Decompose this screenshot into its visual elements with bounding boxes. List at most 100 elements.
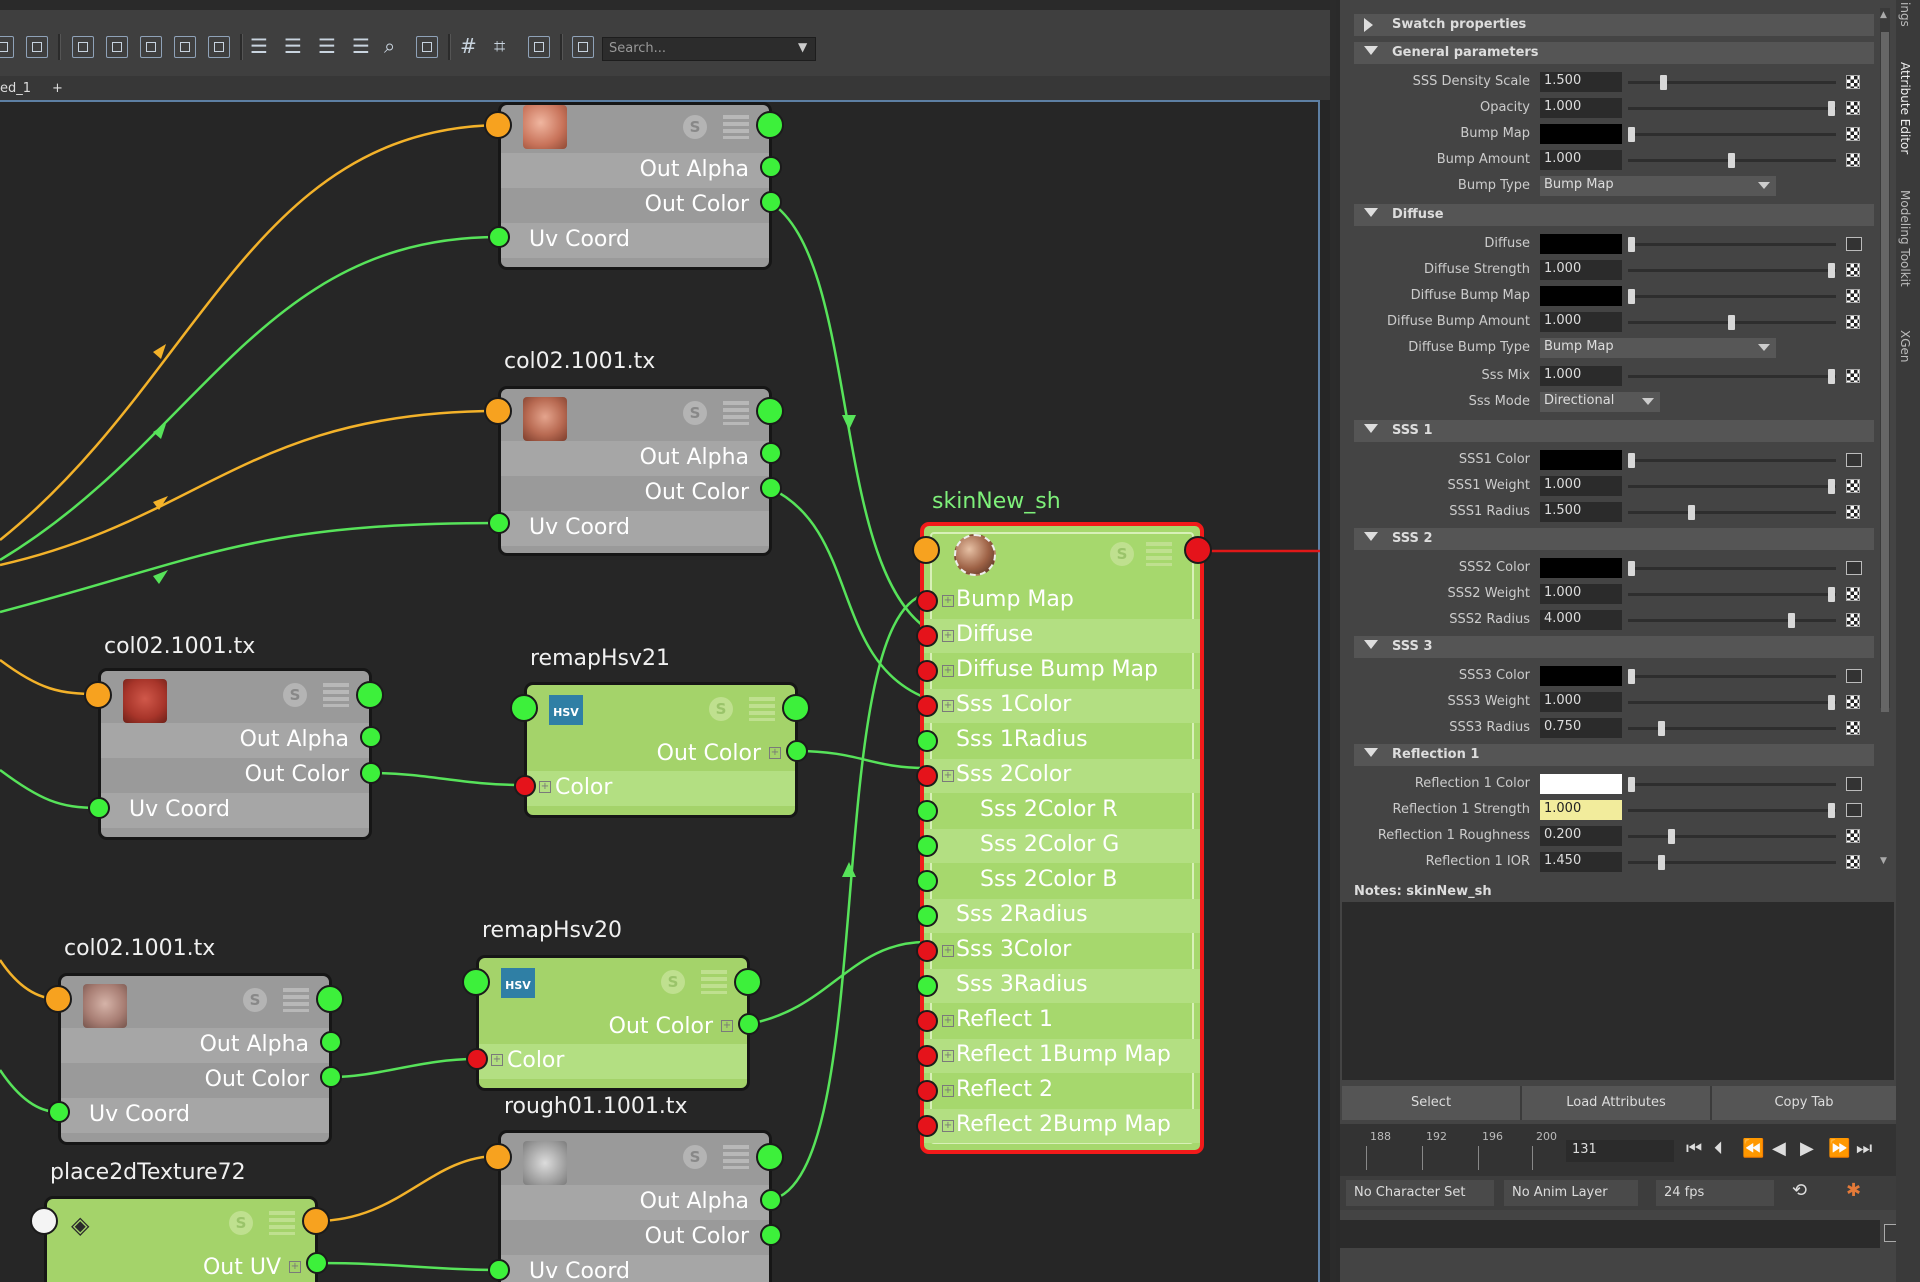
- numeric-field[interactable]: 1.000: [1540, 476, 1622, 496]
- section-header-general[interactable]: General parameters: [1354, 42, 1874, 64]
- file-node[interactable]: S Out Alpha Out Color Uv Coord: [498, 102, 772, 270]
- remap-hsv-node[interactable]: HSV S Out Color+ +Color: [524, 682, 798, 818]
- slider-handle[interactable]: [1828, 101, 1835, 116]
- scroll-up-icon[interactable]: ▲: [1880, 10, 1887, 20]
- slider-track[interactable]: [1628, 269, 1836, 272]
- go-to-start-icon[interactable]: ⏮: [1686, 1138, 1703, 1159]
- slider-handle[interactable]: [1668, 829, 1675, 844]
- section-header-refl1[interactable]: Reflection 1: [1354, 744, 1874, 766]
- slider-handle[interactable]: [1828, 587, 1835, 602]
- custom-mode-icon[interactable]: ☰: [352, 34, 370, 58]
- color-input-port[interactable]: [514, 775, 536, 797]
- numeric-field[interactable]: 1.000: [1540, 584, 1622, 604]
- scroll-thumb[interactable]: [1881, 32, 1889, 712]
- file-node[interactable]: S Out Alpha Out Color Uv Coord: [498, 386, 772, 556]
- map-button-icon[interactable]: [1846, 263, 1860, 277]
- node-input-port[interactable]: [510, 694, 538, 722]
- attribute-list-icon[interactable]: [323, 683, 349, 707]
- slider-track[interactable]: [1628, 809, 1836, 812]
- node-input-port[interactable]: [484, 397, 512, 425]
- slider-track[interactable]: [1628, 675, 1836, 678]
- map-button-icon[interactable]: [1846, 75, 1860, 89]
- swatch-badge[interactable]: S: [283, 683, 307, 707]
- node-input-port[interactable]: [84, 681, 112, 709]
- slider-track[interactable]: [1628, 133, 1836, 136]
- slider-track[interactable]: [1628, 701, 1836, 704]
- slider-handle[interactable]: [1728, 315, 1735, 330]
- slider-track[interactable]: [1628, 81, 1836, 84]
- scroll-down-icon[interactable]: ▼: [1880, 856, 1887, 866]
- step-back-icon[interactable]: ⏴: [1714, 1138, 1723, 1159]
- loop-icon[interactable]: ⟲: [1792, 1180, 1808, 1201]
- connected-mode-icon[interactable]: ☰: [284, 34, 302, 58]
- out-color-port[interactable]: [760, 191, 782, 213]
- character-set-dropdown[interactable]: No Character Set: [1346, 1180, 1494, 1206]
- out-color-port[interactable]: [760, 477, 782, 499]
- map-button-icon[interactable]: [1846, 153, 1860, 167]
- collapse-arrow-icon[interactable]: [1364, 424, 1378, 433]
- map-button-icon[interactable]: [1846, 315, 1860, 329]
- section-header-diffuse[interactable]: Diffuse: [1354, 204, 1874, 226]
- shader-attribute-port[interactable]: [916, 800, 938, 822]
- out-uv-port[interactable]: [306, 1252, 328, 1274]
- option-menu[interactable]: Bump Map: [1540, 176, 1776, 196]
- graph-canvas[interactable]: [0, 100, 1320, 1282]
- slider-track[interactable]: [1628, 485, 1836, 488]
- play-backwards-icon[interactable]: ◀: [1772, 1138, 1786, 1159]
- node-output-port[interactable]: [756, 1143, 784, 1171]
- attribute-list-icon[interactable]: [1146, 542, 1172, 566]
- expand-icon[interactable]: +: [769, 747, 781, 759]
- expand-icon[interactable]: +: [289, 1261, 301, 1273]
- side-tab-xgen[interactable]: XGen: [1898, 330, 1912, 363]
- shader-attribute-port[interactable]: [916, 905, 938, 927]
- map-button-icon[interactable]: [1846, 505, 1860, 519]
- collapse-arrow-icon[interactable]: [1364, 208, 1378, 217]
- map-button-icon[interactable]: [1846, 127, 1860, 141]
- remap-hsv-node[interactable]: HSV S Out Color+ +Color: [476, 955, 750, 1091]
- out-alpha-port[interactable]: [360, 726, 382, 748]
- grid-icon[interactable]: #: [460, 34, 477, 58]
- swatch-toggle-icon[interactable]: [416, 36, 438, 58]
- step-back-key-icon[interactable]: ⏪: [1742, 1138, 1765, 1159]
- graph-output-icon[interactable]: [26, 36, 48, 58]
- slider-handle[interactable]: [1628, 127, 1635, 142]
- node-editor[interactable]: ☰ ☰ ☰ ☰ ⌕ # ⌗ Search... ▼ ed_1 +: [0, 0, 1330, 1282]
- node-output-port[interactable]: [356, 681, 384, 709]
- go-to-end-icon[interactable]: ⏭: [1856, 1138, 1873, 1159]
- expand-icon[interactable]: +: [942, 630, 954, 642]
- section-header-sss1[interactable]: SSS 1: [1354, 420, 1874, 442]
- expand-icon[interactable]: +: [942, 945, 954, 957]
- node-output-port[interactable]: [734, 968, 762, 996]
- side-tab-modeling-toolkit[interactable]: Modeling Toolkit: [1898, 190, 1912, 287]
- out-alpha-port[interactable]: [760, 442, 782, 464]
- anim-layer-dropdown[interactable]: No Anim Layer: [1504, 1180, 1638, 1206]
- play-forwards-icon[interactable]: ▶: [1800, 1138, 1814, 1159]
- shader-attribute-port[interactable]: [916, 940, 938, 962]
- map-button-icon[interactable]: [1846, 453, 1862, 467]
- slider-track[interactable]: [1628, 295, 1836, 298]
- out-color-port[interactable]: [320, 1066, 342, 1088]
- attribute-list-icon[interactable]: [269, 1211, 295, 1235]
- color-swatch[interactable]: [1540, 124, 1622, 144]
- expand-icon[interactable]: +: [721, 1020, 733, 1032]
- color-swatch[interactable]: [1540, 234, 1622, 254]
- slider-handle[interactable]: [1660, 75, 1667, 90]
- copy-tab-button[interactable]: Copy Tab: [1712, 1086, 1896, 1120]
- slider-track[interactable]: [1628, 783, 1836, 786]
- slider-track[interactable]: [1628, 567, 1836, 570]
- numeric-field[interactable]: 1.500: [1540, 502, 1622, 522]
- node-output-port[interactable]: [782, 694, 810, 722]
- color-swatch[interactable]: [1540, 774, 1622, 794]
- shader-attribute-port[interactable]: [916, 1115, 938, 1137]
- slider-handle[interactable]: [1628, 237, 1635, 252]
- color-swatch[interactable]: [1540, 450, 1622, 470]
- color-swatch[interactable]: [1540, 286, 1622, 306]
- numeric-field[interactable]: 1.000: [1540, 800, 1622, 820]
- numeric-field[interactable]: 1.500: [1540, 72, 1622, 92]
- notes-field[interactable]: [1342, 902, 1894, 1080]
- load-attributes-button[interactable]: Load Attributes: [1522, 1086, 1712, 1120]
- map-button-icon[interactable]: [1846, 289, 1860, 303]
- numeric-field[interactable]: 1.000: [1540, 150, 1622, 170]
- swatch-badge[interactable]: S: [229, 1211, 253, 1235]
- option-menu[interactable]: Bump Map: [1540, 338, 1776, 358]
